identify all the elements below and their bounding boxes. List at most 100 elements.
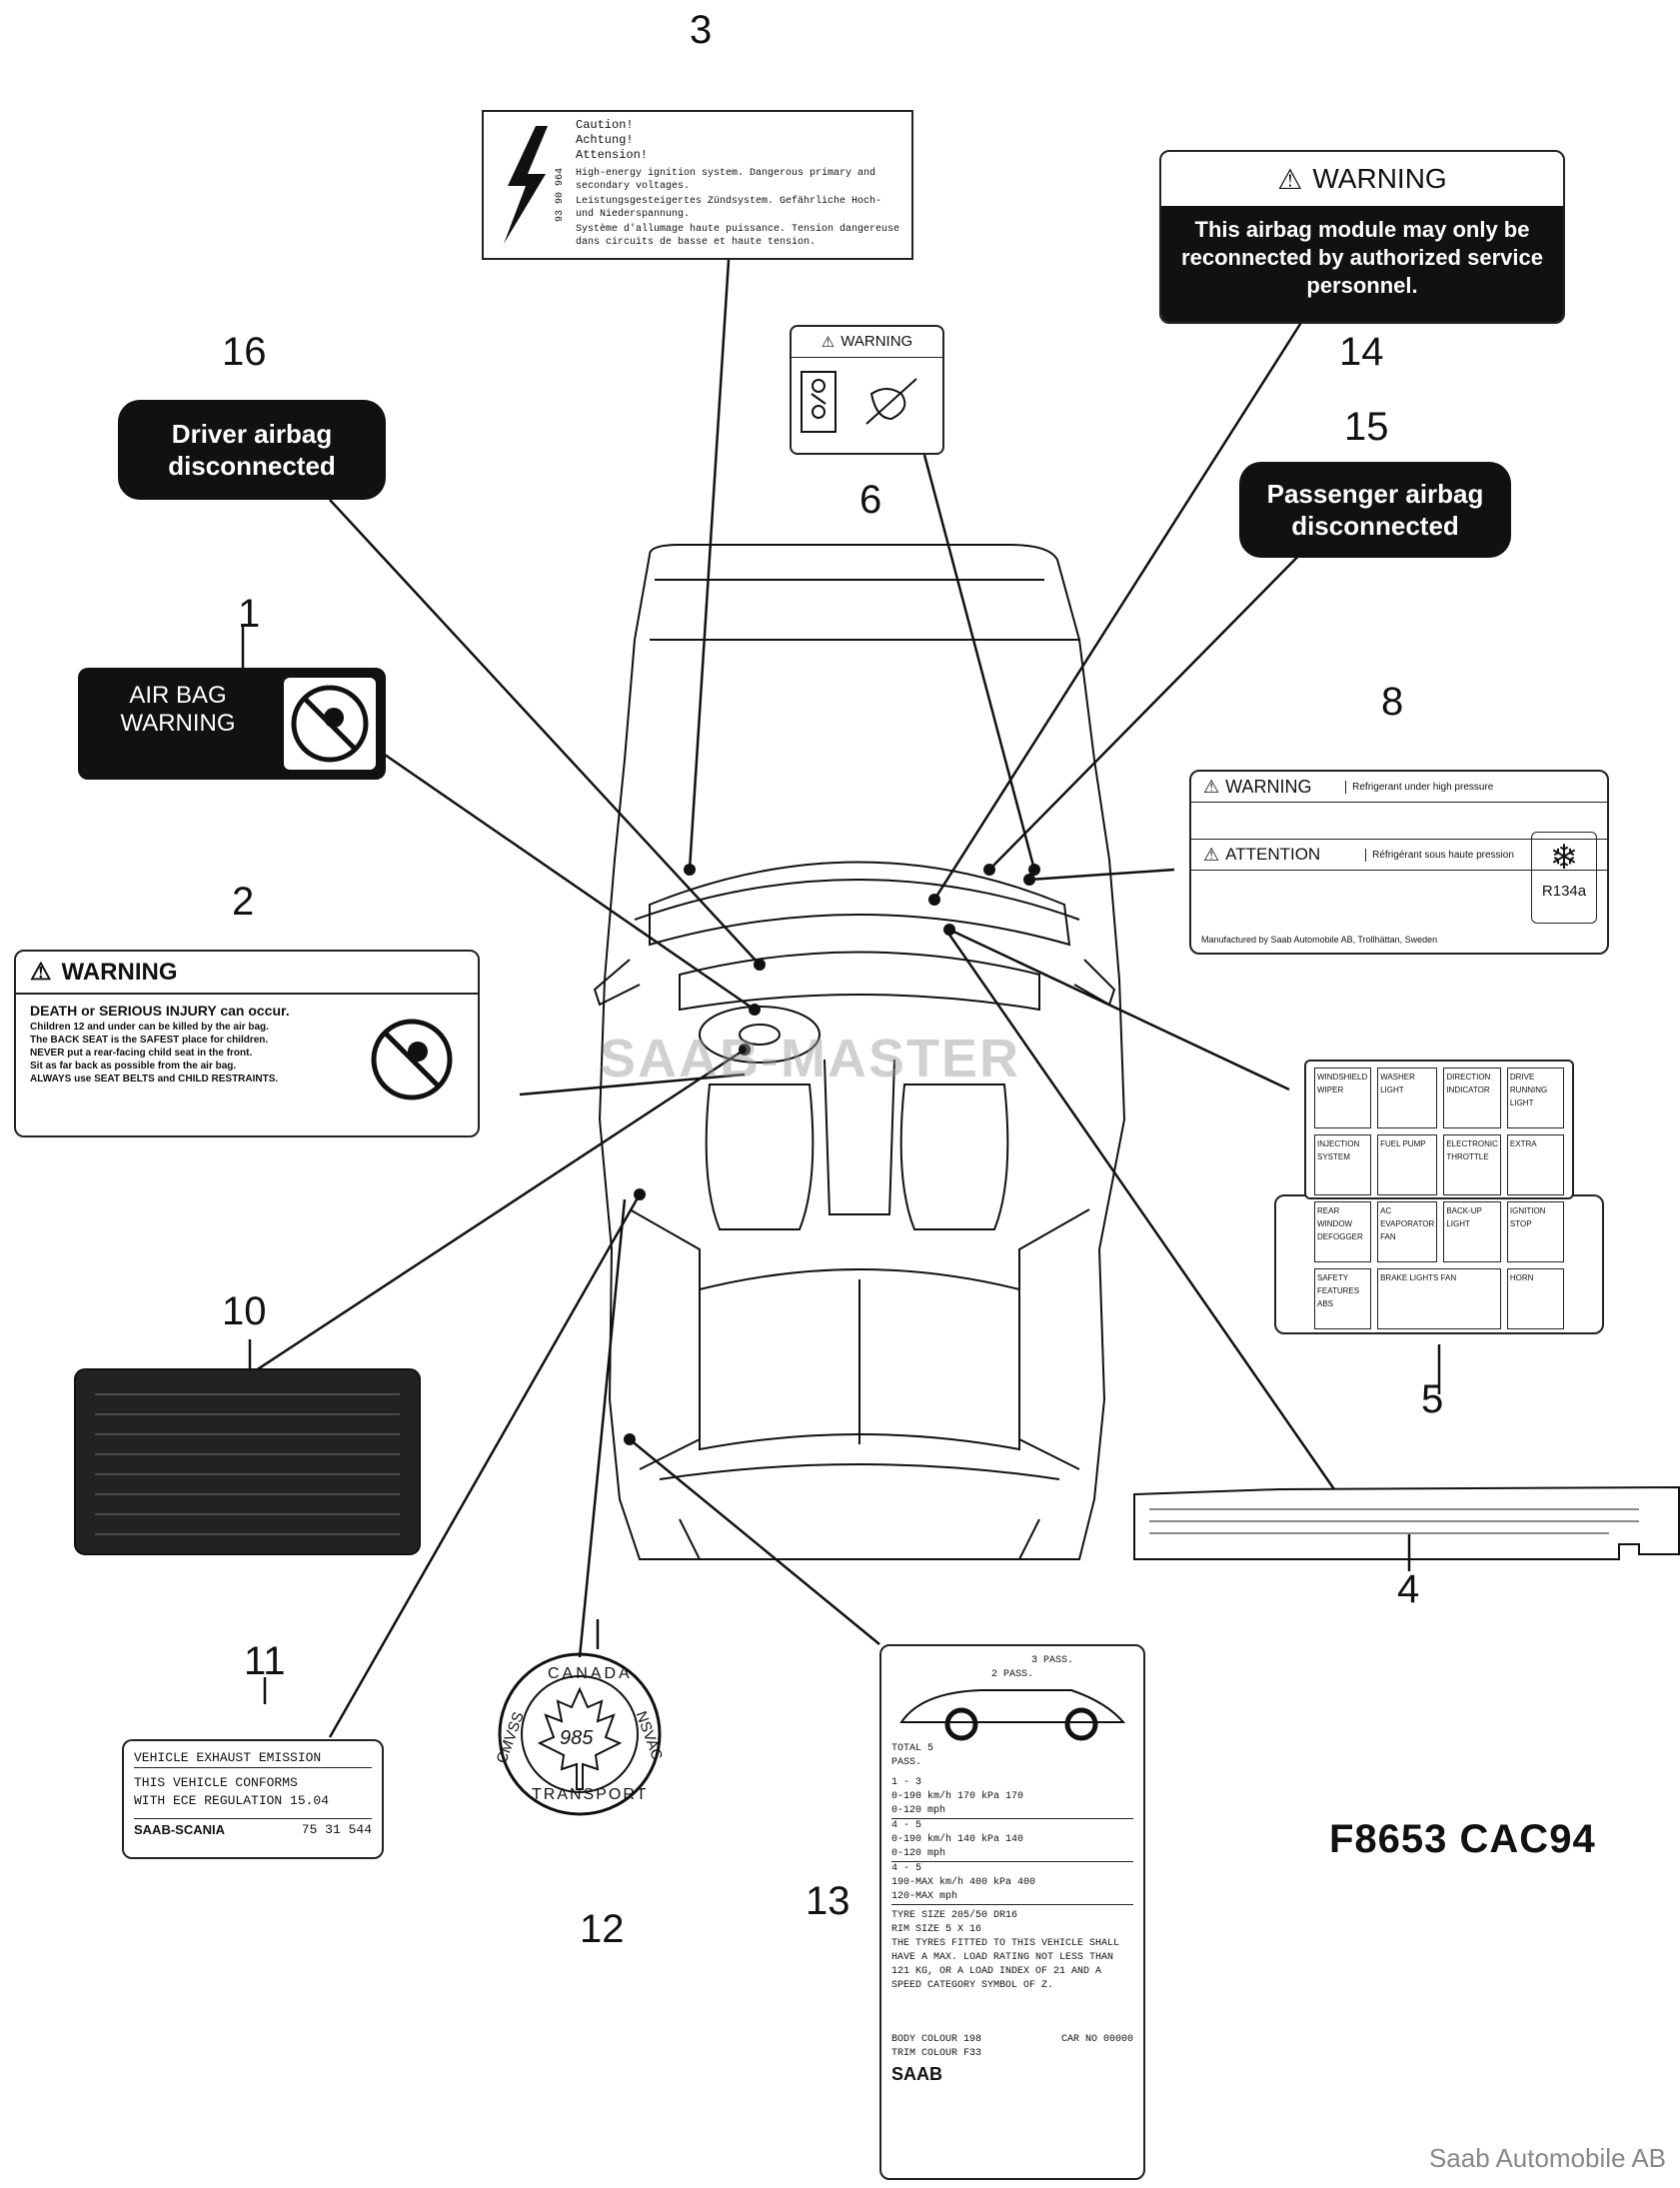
- figure-code: F8653 CAC94: [1329, 1817, 1596, 1861]
- label-8-maker: Manufactured by Saab Automobile AB, Trol…: [1201, 935, 1438, 945]
- fuse-cell: IGNITION STOP: [1506, 1201, 1564, 1262]
- label-13-tyre: TYRE SIZE 205/50 DR16: [891, 1910, 1018, 1921]
- no-child-seat-icon: [284, 678, 376, 770]
- label-16: Driver airbag disconnected: [118, 400, 386, 500]
- label-13-row-6: 0-120 mph: [891, 1847, 1133, 1862]
- label-5: [1274, 1194, 1604, 1334]
- lightning-bolt-icon: [496, 126, 556, 244]
- label-8: ⚠ WARNING Refrigerant under high pressur…: [1189, 770, 1609, 955]
- label-5-top: [1304, 1060, 1574, 1199]
- label-6-title: WARNING: [840, 333, 913, 350]
- warning-triangle-icon: ⚠: [1203, 776, 1220, 797]
- leader-lines: [241, 244, 1441, 1738]
- label-14-text: This airbag module may only be reconnect…: [1161, 206, 1563, 322]
- label-13-row-2: 0-190 km/h 170 kPa 170: [891, 1791, 1024, 1802]
- label-2-bullet-1: Children 12 and under can be killed by t…: [30, 1022, 269, 1033]
- label-3-head-2: Achtung!: [576, 133, 634, 147]
- label-12-number: 985: [560, 1727, 594, 1749]
- fuse-cell: DRIVE RUNNING LIGHT: [1506, 1068, 1564, 1128]
- callout-1: 1: [238, 592, 261, 636]
- label-8-warning-sub: Refrigerant under high pressure: [1345, 780, 1493, 794]
- label-1: AIR BAG WARNING: [78, 668, 386, 780]
- label-4-text-marks: [1149, 1508, 1639, 1534]
- fuse-cell: AC EVAPORATOR FAN: [1377, 1201, 1438, 1262]
- label-13-text: THE TYRES FITTED TO THIS VEHICLE SHALL H…: [891, 1938, 1120, 1991]
- snowflake-icon: ❄: [1549, 839, 1579, 877]
- label-11-line2: WITH ECE REGULATION 15.04: [134, 1793, 330, 1808]
- warning-triangle-icon: ⚠: [1203, 844, 1220, 865]
- fuse-cell: EXTRA: [1506, 1134, 1564, 1195]
- callout-2: 2: [232, 880, 255, 924]
- label-8-refrigerant: R134a: [1541, 883, 1587, 900]
- label-11-line1: THIS VEHICLE CONFORMS: [134, 1775, 298, 1790]
- label-12-outer: [498, 1652, 662, 1816]
- footer-credit: Saab Automobile AB: [1428, 2143, 1666, 2173]
- label-13-row-9: 120-MAX mph: [891, 1890, 1133, 1905]
- fuse-cell: SAFETY FEATURES ABS: [1314, 1268, 1372, 1329]
- car-outline: [593, 544, 1126, 1560]
- label-2-bullet-2: The BACK SEAT is the SAFEST place for ch…: [30, 1035, 269, 1046]
- label-6: ⚠ WARNING: [790, 325, 944, 455]
- fuse-cell: INJECTION SYSTEM: [1314, 1134, 1372, 1195]
- label-13-pass3: 3 PASS.: [1030, 1655, 1073, 1666]
- label-11: VEHICLE EXHAUST EMISSION THIS VEHICLE CO…: [122, 1739, 384, 1859]
- label-8-warning: WARNING: [1225, 776, 1312, 797]
- watermark: SAAB-MASTER: [600, 1029, 1020, 1089]
- callout-15: 15: [1344, 405, 1389, 449]
- label-5-grid: WINDSHIELD WIPER WASHER LIGHT DIRECTION …: [1314, 1068, 1564, 1329]
- callout-10: 10: [222, 1289, 267, 1333]
- no-rear-seat-icon: [364, 1012, 460, 1107]
- label-13-row-7: 4 - 5: [891, 1863, 922, 1874]
- label-12-top: CANADA: [548, 1665, 633, 1682]
- label-13-trim: TRIM COLOUR F33: [891, 2048, 982, 2059]
- callout-5: 5: [1421, 1377, 1444, 1421]
- label-15: Passenger airbag disconnected: [1239, 462, 1511, 558]
- fuse-cell: FUEL PUMP: [1377, 1134, 1438, 1195]
- label-2-title: WARNING: [61, 958, 178, 986]
- belt-hazard-icon: [801, 371, 917, 433]
- fuse-cell: ELECTRONIC THROTTLE: [1443, 1134, 1501, 1195]
- label-2-headline: DEATH or SERIOUS INJURY can occur.: [30, 1003, 290, 1019]
- callout-16: 16: [222, 330, 267, 374]
- label-12-inner: [521, 1675, 639, 1793]
- label-11-brand: SAAB-SCANIA: [134, 1822, 225, 1837]
- fuse-cell: HORN: [1506, 1268, 1564, 1329]
- label-3-code: 93 90 964: [555, 167, 566, 222]
- label-2-bullet-5: ALWAYS use SEAT BELTS and CHILD RESTRAIN…: [30, 1074, 279, 1085]
- fuse-cell: BRAKE LIGHTS FAN: [1377, 1268, 1501, 1329]
- label-13-pass2: 2 PASS.: [991, 1669, 1034, 1680]
- attach-points: [624, 864, 1040, 1445]
- label-3-fr: Système d'allumage haute puissance. Tens…: [576, 224, 900, 248]
- fuse-cell: BACK-UP LIGHT: [1443, 1201, 1501, 1262]
- car-side-icon: [899, 1689, 1126, 1741]
- label-2-bullet-3: NEVER put a rear-facing child seat in th…: [30, 1048, 253, 1059]
- label-13-row-5: 0-190 km/h 140 kPa 140: [891, 1834, 1024, 1845]
- label-2: ⚠ WARNING DEATH or SERIOUS INJURY can oc…: [14, 950, 480, 1137]
- label-4-strip: [1133, 1485, 1680, 1560]
- label-13-row-4: 4 - 5: [891, 1820, 922, 1831]
- label-13-row-8: 190-MAX km/h 400 kPa 400: [891, 1877, 1036, 1888]
- fuse-cell: REAR WINDOW DEFOGGER: [1314, 1201, 1372, 1262]
- label-3-head-1: Caution!: [576, 118, 634, 132]
- label-13-total: TOTAL 5 PASS.: [891, 1743, 934, 1768]
- label-10-texture: [95, 1393, 400, 1535]
- label-13-body: BODY COLOUR 198: [891, 2034, 982, 2045]
- callout-3: 3: [690, 8, 713, 52]
- label-10-box: [74, 1368, 421, 1555]
- callout-14: 14: [1339, 330, 1384, 374]
- warning-triangle-icon: ⚠: [821, 334, 836, 351]
- label-8-attention: ATTENTION: [1225, 845, 1321, 864]
- callout-4: 4: [1397, 1567, 1420, 1611]
- label-14: ⚠ WARNING This airbag module may only be…: [1159, 150, 1565, 324]
- label-13-brand: SAAB: [891, 2064, 943, 2084]
- label-13-car-no: CAR NO 00000: [1060, 2034, 1133, 2045]
- label-14-title: WARNING: [1312, 163, 1447, 194]
- label-11-code: 75 31 544: [301, 1822, 372, 1837]
- label-3-de: Leistungsgesteigertes Zündsystem. Gefähr…: [576, 196, 882, 220]
- label-13-row-1: 1 - 3: [891, 1777, 922, 1788]
- label-3-head-3: Attension!: [576, 148, 649, 162]
- fuse-cell: WASHER LIGHT: [1377, 1068, 1438, 1128]
- label-3-en: High-energy ignition system. Dangerous p…: [576, 168, 876, 192]
- label-13-rim: RIM SIZE 5 X 16: [891, 1924, 982, 1935]
